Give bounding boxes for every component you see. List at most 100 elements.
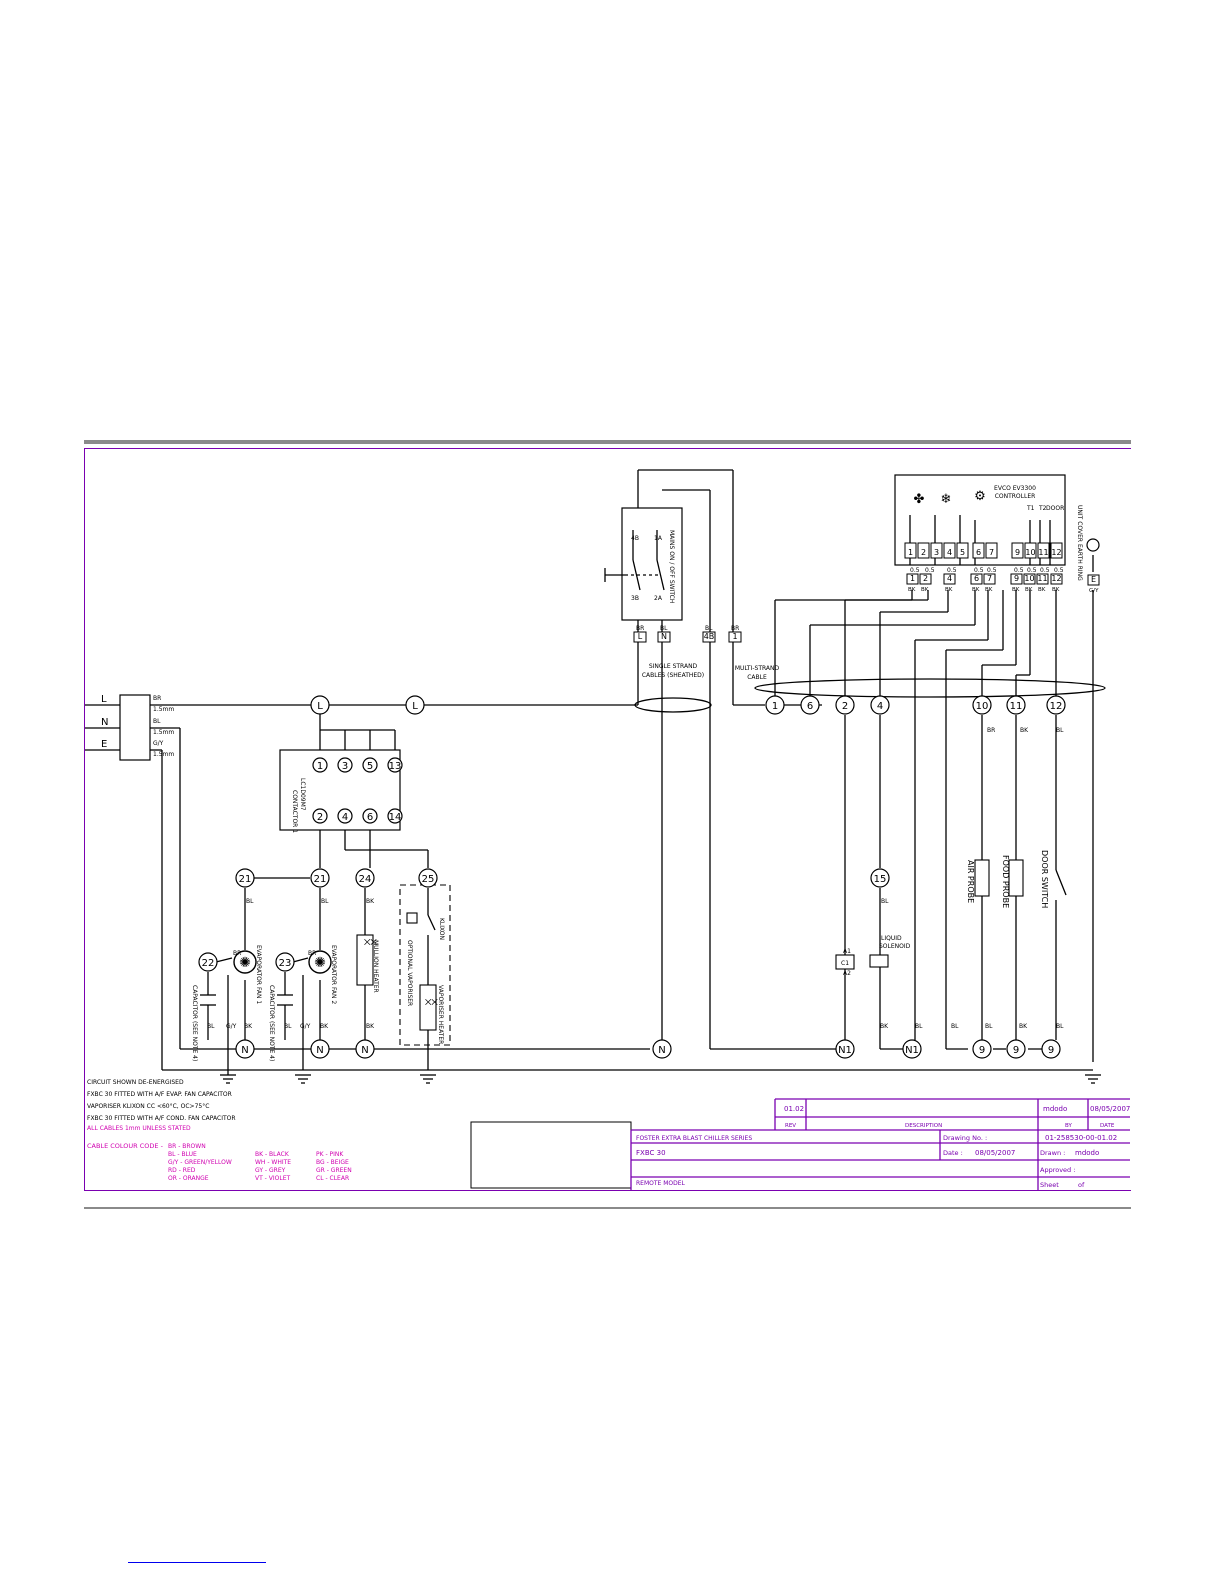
controller-bottom-terminal: 1 bbox=[910, 574, 915, 583]
contactor-top: 3 bbox=[342, 761, 348, 772]
door-switch-label: DOOR SWITCH bbox=[1040, 850, 1049, 908]
wire-colour: G/Y bbox=[226, 1023, 237, 1030]
colour-code-entry: BR - BROWN bbox=[168, 1143, 206, 1150]
earth-colour: G/Y bbox=[1089, 588, 1099, 594]
node-bottom: N bbox=[658, 1045, 665, 1056]
contactor-top: 5 bbox=[367, 761, 373, 772]
node-live: L bbox=[317, 701, 323, 712]
supply-cable-label: G/Y bbox=[153, 740, 164, 747]
switch-pole: 2A bbox=[654, 595, 663, 602]
node-bus-circle bbox=[972, 695, 992, 715]
wire-colour: BK bbox=[244, 1023, 253, 1030]
note-line: VAPORISER KLIXON CC <60°C, OC>75°C bbox=[87, 1103, 209, 1110]
capacitor-1-label: CAPACITOR (SEE NOTE 4) bbox=[191, 985, 198, 1061]
controller-terminal-box bbox=[1050, 542, 1063, 559]
controller-terminal: 1 bbox=[908, 548, 913, 557]
controller-bottom-terminal-box bbox=[1010, 573, 1023, 585]
switch-terminal: N bbox=[661, 632, 667, 641]
node-bottom-circle bbox=[902, 1039, 922, 1059]
node-bottom: N1 bbox=[905, 1045, 919, 1056]
controller-icon: ❄ bbox=[941, 492, 952, 507]
node-bottom: 9 bbox=[979, 1045, 985, 1056]
wire-colour: BK bbox=[1020, 727, 1029, 734]
contactor-bottom: 6 bbox=[367, 812, 373, 823]
colour-code-entry: CL - CLEAR bbox=[316, 1175, 349, 1182]
cable-size: 0.5 bbox=[910, 567, 920, 574]
node-bottom: 9 bbox=[1013, 1045, 1019, 1056]
drawing-no-label: Drawing No. : bbox=[943, 1134, 987, 1142]
node-branch-circle bbox=[235, 868, 255, 888]
controller-bottom-terminal-box bbox=[970, 573, 983, 585]
footer-link-underline[interactable] bbox=[128, 1562, 266, 1563]
note-line: FXBC 30 FITTED WITH A/F COND. FAN CAPACI… bbox=[87, 1115, 236, 1122]
controller-terminal-box bbox=[1011, 542, 1024, 559]
wire-colour: BL bbox=[207, 1023, 215, 1030]
date-label: DATE bbox=[1100, 1123, 1115, 1129]
controller-terminal: 2 bbox=[921, 548, 926, 557]
cable-size: 0.5 bbox=[1027, 567, 1037, 574]
switch-terminal: L bbox=[638, 632, 643, 641]
node-bottom-circle bbox=[835, 1039, 855, 1059]
node-branch-circle bbox=[198, 952, 218, 972]
switch-wire-colour: BR bbox=[636, 625, 644, 632]
node-bus-circle bbox=[800, 695, 820, 715]
date-field-label: Date : bbox=[943, 1149, 963, 1157]
controller-bottom-terminal: 4 bbox=[947, 574, 952, 583]
controller-bottom-terminal-box bbox=[919, 573, 932, 585]
controller-bottom-terminal: 11 bbox=[1037, 574, 1047, 583]
wire-colour: BK bbox=[320, 1023, 329, 1030]
cable-size: 0.5 bbox=[925, 567, 935, 574]
cable-size: 0.5 bbox=[974, 567, 984, 574]
cable-size: 0.5 bbox=[1040, 567, 1050, 574]
controller-wire-colour: BK bbox=[1052, 587, 1060, 593]
node-branch-circle bbox=[310, 868, 330, 888]
wire-colour: BL bbox=[1056, 1023, 1064, 1030]
node-bus: 10 bbox=[976, 701, 989, 712]
node-bus-circle bbox=[870, 695, 890, 715]
controller-bottom-terminal: 7 bbox=[987, 574, 992, 583]
switch-terminal-box bbox=[633, 631, 647, 643]
earth-terminal: E bbox=[1091, 575, 1096, 584]
controller-bottom-terminal: 6 bbox=[974, 574, 979, 583]
controller-terminal-box bbox=[930, 542, 943, 559]
colour-code-entry: PK - PINK bbox=[316, 1151, 344, 1158]
contactor-bottom: 14 bbox=[389, 812, 402, 823]
air-probe-label: AIR PROBE bbox=[966, 860, 975, 903]
rev-by: mdodo bbox=[1043, 1105, 1067, 1113]
rev-label: REV bbox=[785, 1123, 796, 1129]
colour-code-entry: VT - VIOLET bbox=[255, 1175, 290, 1182]
colour-code-heading: CABLE COLOUR CODE - bbox=[87, 1142, 164, 1150]
node-bus-circle bbox=[1046, 695, 1066, 715]
contactor-bottom: 4 bbox=[342, 812, 348, 823]
cable-size: 0.5 bbox=[1054, 567, 1064, 574]
wire-colour: BL bbox=[246, 898, 254, 905]
capacitor-2-label: CAPACITOR (SEE NOTE 4) bbox=[268, 985, 275, 1061]
drawn-label: Drawn : bbox=[1040, 1149, 1065, 1157]
controller-bottom-terminal-box bbox=[1050, 573, 1063, 585]
node-bottom: 9 bbox=[1048, 1045, 1054, 1056]
wires bbox=[85, 469, 1130, 1190]
controller-terminal-box bbox=[985, 542, 998, 559]
controller-bottom-terminal: 2 bbox=[923, 574, 928, 583]
multi-strand-label: CABLE bbox=[747, 674, 767, 681]
earth-ring-label: UNIT COVER EARTH RING bbox=[1076, 505, 1083, 581]
wire-colour: BL bbox=[284, 1023, 292, 1030]
node-branch: 23 bbox=[279, 958, 292, 969]
supply-line-label: L bbox=[101, 694, 107, 705]
coil-pin: A1 bbox=[843, 948, 851, 955]
cable-size: 0.5 bbox=[1014, 567, 1024, 574]
wire-colour: BR bbox=[233, 950, 241, 957]
bottom-rule bbox=[84, 1207, 1131, 1209]
fan-2-icon-icon: ✺ bbox=[314, 955, 326, 971]
controller-terminal: 9 bbox=[1015, 548, 1020, 557]
single-strand-label: CABLES (SHEATHED) bbox=[642, 672, 704, 679]
wire-colour: BL bbox=[881, 898, 889, 905]
controller-bottom-terminal-box bbox=[1036, 573, 1049, 585]
contactor-top-circle bbox=[337, 757, 353, 773]
controller-terminal-box bbox=[956, 542, 969, 559]
controller-terminal: 7 bbox=[989, 548, 994, 557]
colour-code-entry: GR - GREEN bbox=[316, 1167, 352, 1174]
node-branch: 21 bbox=[314, 874, 327, 885]
wire-colour: BR bbox=[987, 727, 995, 734]
